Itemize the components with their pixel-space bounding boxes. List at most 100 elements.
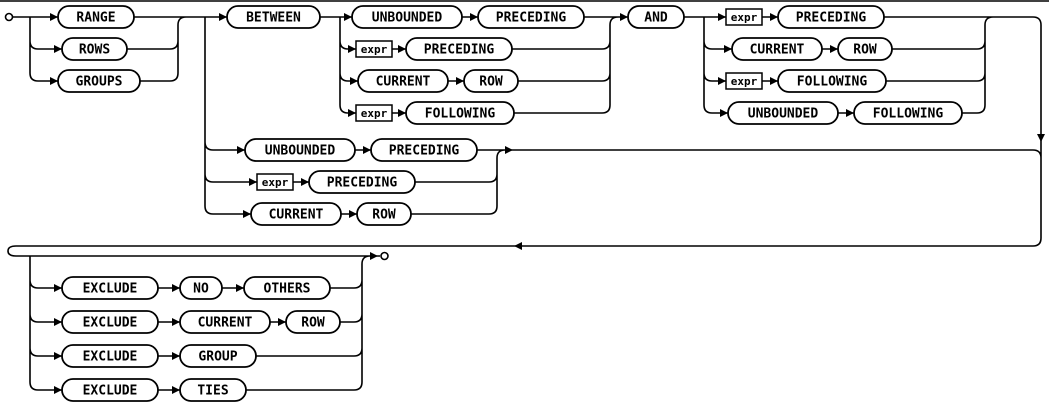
terminal-others-shape: [243, 276, 331, 300]
terminal-row-s3-shape: [356, 202, 412, 226]
terminal-others: OTHERS: [243, 276, 331, 300]
arrow-right-icon: [219, 13, 227, 21]
terminal-current-b3: CURRENT: [357, 69, 449, 93]
terminal-row-x2: ROW: [285, 310, 341, 334]
terminal-preceding-b2: PRECEDING: [405, 37, 513, 61]
arrow-right-icon: [348, 109, 356, 117]
terminal-following-a3: FOLLOWING: [777, 69, 887, 93]
arrow-right-icon: [54, 386, 62, 394]
terminal-following-a4-label: FOLLOWING: [873, 107, 944, 122]
terminal-exclude-4-shape: [61, 378, 159, 402]
arrow-right-icon: [363, 146, 371, 154]
terminal-groups-label: GROUPS: [76, 75, 123, 90]
terminal-no-shape: [179, 276, 223, 300]
rails-top-section: [12, 16, 1042, 114]
nonterminal-expr-a3[interactable]: expr: [725, 72, 763, 90]
terminal-row-a2-label: ROW: [853, 43, 877, 58]
exit-point-icon: [380, 251, 389, 261]
arrow-right-icon: [718, 13, 726, 21]
terminal-and: AND: [627, 5, 685, 29]
terminal-row-a2-shape: [837, 37, 893, 61]
terminal-preceding-s1-label: PRECEDING: [389, 144, 460, 159]
terminal-exclude-1-label: EXCLUDE: [83, 282, 138, 297]
terminal-preceding-s2-label: PRECEDING: [327, 176, 398, 191]
arrow-right-icon: [398, 109, 406, 117]
arrow-right-icon: [456, 77, 464, 85]
terminal-current-s3: CURRENT: [250, 202, 342, 226]
terminal-exclude-2-shape: [61, 310, 159, 334]
arrow-right-icon: [470, 13, 478, 21]
arrow-right-icon: [54, 318, 62, 326]
terminal-row-b3-label: ROW: [479, 75, 503, 90]
arrow-right-icon: [172, 318, 180, 326]
nonterminal-expr-b2[interactable]: expr: [355, 40, 393, 58]
nonterminal-expr-a1-shape[interactable]: [725, 8, 763, 26]
arrow-right-icon: [720, 109, 728, 117]
terminal-exclude-3: EXCLUDE: [61, 344, 159, 368]
arrow-right-icon: [344, 13, 352, 21]
terminal-current-b3-shape: [357, 69, 449, 93]
arrow-right-icon: [770, 77, 778, 85]
terminal-rows-shape: [61, 37, 128, 61]
arrow-right-icon: [237, 146, 245, 154]
nonterminal-expr-s2-label: expr: [262, 176, 289, 189]
nonterminal-expr-b4-shape[interactable]: [355, 104, 393, 122]
terminal-preceding-s1-shape: [370, 138, 478, 162]
terminal-following-b4-label: FOLLOWING: [425, 107, 496, 122]
terminal-following-a4-shape: [853, 101, 963, 125]
terminal-following-a4: FOLLOWING: [853, 101, 963, 125]
terminal-rows-label: ROWS: [79, 43, 110, 58]
terminal-no-label: NO: [193, 282, 209, 297]
arrow-right-icon: [770, 13, 778, 21]
terminal-group-label: GROUP: [198, 350, 237, 365]
terminal-row-s3-label: ROW: [372, 208, 396, 223]
terminal-between: BETWEEN: [226, 5, 321, 29]
terminal-unbounded-b1: UNBOUNDED: [351, 5, 463, 29]
terminal-range-shape: [57, 5, 135, 29]
terminal-groups-shape: [57, 69, 141, 93]
terminal-preceding-b2-shape: [405, 37, 513, 61]
arrow-right-icon: [172, 352, 180, 360]
terminal-rows: ROWS: [61, 37, 128, 61]
terminal-group-shape: [179, 344, 257, 368]
terminal-following-b4: FOLLOWING: [405, 101, 515, 125]
terminal-current-x2: CURRENT: [179, 310, 271, 334]
terminal-unbounded-b1-shape: [351, 5, 463, 29]
terminal-preceding-b1-shape: [477, 5, 585, 29]
arrow-right-icon: [54, 284, 62, 292]
nonterminal-expr-a3-shape[interactable]: [725, 72, 763, 90]
arrow-right-icon: [620, 13, 628, 21]
terminal-no: NO: [179, 276, 223, 300]
arrow-right-icon: [398, 45, 406, 53]
nonterminal-expr-b4[interactable]: expr: [355, 104, 393, 122]
arrow-right-icon: [370, 252, 378, 260]
arrowheads: [50, 13, 1045, 394]
terminal-current-b3-label: CURRENT: [376, 75, 431, 90]
terminal-following-a3-shape: [777, 69, 887, 93]
terminal-following-b4-shape: [405, 101, 515, 125]
terminal-preceding-a1-shape: [777, 5, 885, 29]
terminal-unbounded-a4-label: UNBOUNDED: [748, 107, 819, 122]
terminal-row-s3: ROW: [356, 202, 412, 226]
terminal-between-label: BETWEEN: [246, 11, 301, 26]
nonterminal-expr-a1[interactable]: expr: [725, 8, 763, 26]
terminal-preceding-b1: PRECEDING: [477, 5, 585, 29]
nonterminal-expr-s2-shape[interactable]: [256, 173, 294, 191]
arrow-right-icon: [50, 13, 58, 21]
nonterminal-expr-a1-label: expr: [731, 11, 758, 24]
terminal-unbounded-s1-label: UNBOUNDED: [265, 144, 336, 159]
terminal-preceding-s1: PRECEDING: [370, 138, 478, 162]
nonterminal-expr-b2-shape[interactable]: [355, 40, 393, 58]
nonterminal-expr-s2[interactable]: expr: [256, 173, 294, 191]
terminal-current-x2-label: CURRENT: [198, 316, 253, 331]
terminal-exclude-1: EXCLUDE: [61, 276, 159, 300]
arrow-right-icon: [830, 45, 838, 53]
terminal-exclude-1-shape: [61, 276, 159, 300]
terminal-current-s3-shape: [250, 202, 342, 226]
arrow-right-icon: [172, 386, 180, 394]
terminal-exclude-4-label: EXCLUDE: [83, 384, 138, 399]
terminal-preceding-a1: PRECEDING: [777, 5, 885, 29]
arrow-right-icon: [348, 45, 356, 53]
arrow-right-icon: [278, 318, 286, 326]
